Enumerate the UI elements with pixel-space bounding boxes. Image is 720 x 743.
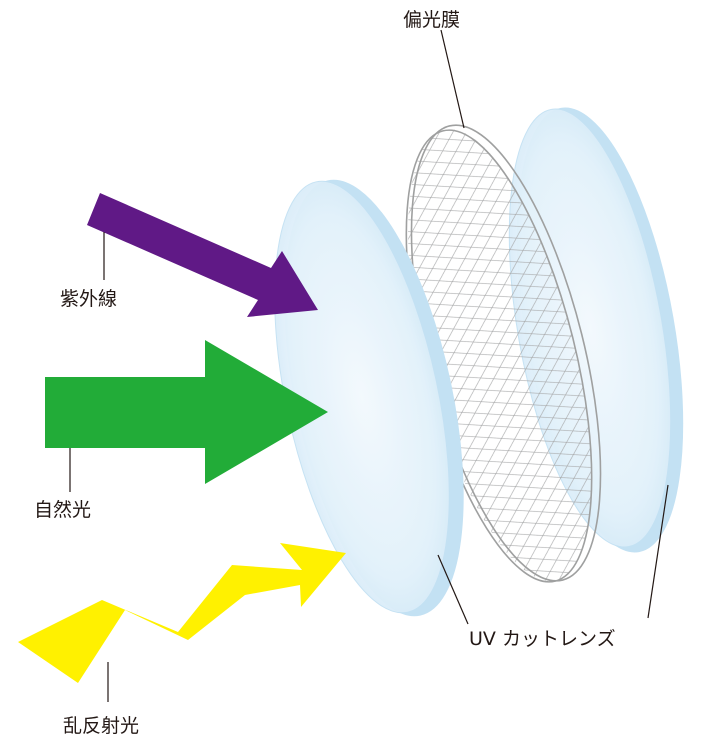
leader-uv-cut-lens-back (647, 484, 669, 619)
label-ultraviolet: 紫外線 (60, 288, 117, 310)
natural-light-arrow (45, 340, 328, 484)
ultraviolet-arrow (87, 193, 318, 317)
label-scattered-light: 乱反射光 (63, 715, 139, 737)
leader-uv-cut-lens-front (437, 554, 469, 625)
label-uv-cut-lens: UV カットレンズ (469, 628, 616, 650)
label-polarizing-film: 偏光膜 (403, 9, 460, 31)
scattered-light-arrow (18, 543, 346, 683)
film-mesh (408, 129, 592, 581)
label-natural-light: 自然光 (34, 499, 91, 521)
leader-polarizing-film (440, 29, 465, 129)
front-uv-cut-lens (274, 179, 464, 617)
